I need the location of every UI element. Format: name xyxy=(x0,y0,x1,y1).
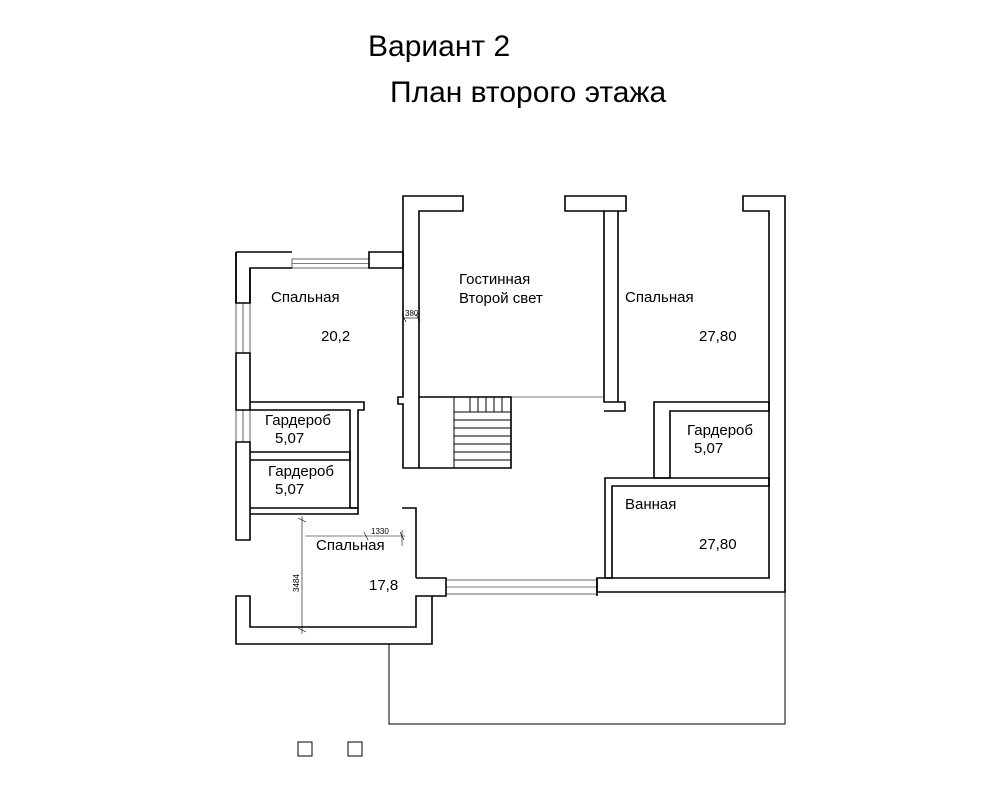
wall-right-outer xyxy=(596,195,786,593)
wall-wardrobes-left xyxy=(250,401,365,509)
dim-label-vertical: 3484 xyxy=(292,574,301,592)
room-area-wardrobe-right: 5,07 xyxy=(694,440,723,457)
title-variant: Вариант 2 xyxy=(368,30,511,63)
room-name-living-line2: Второй свет xyxy=(459,290,543,307)
wall-left-pier-1 xyxy=(235,352,251,411)
wall-bottom-left xyxy=(235,595,433,645)
room-name-living-line1: Гостинная xyxy=(459,271,530,288)
wall-top-left-join xyxy=(368,251,404,269)
room-name-bedroom-top-right: Спальная xyxy=(625,289,694,306)
stair-enclosure xyxy=(419,396,512,469)
room-area-wardrobe-left-1: 5,07 xyxy=(275,430,304,447)
room-area-bedroom-top-left: 20,2 xyxy=(321,328,350,345)
wall-living-top-left xyxy=(402,195,464,268)
room-area-bathroom: 27,80 xyxy=(699,536,737,553)
room-name-wardrobe-right: Гардероб xyxy=(687,422,753,439)
wall-partition-center xyxy=(603,211,626,412)
wall-top-middle-stub xyxy=(564,195,627,212)
room-area-wardrobe-left-2: 5,07 xyxy=(275,481,304,498)
legend-square-2 xyxy=(347,741,363,757)
wall-wardrobe-bottom xyxy=(250,507,359,515)
dim-label-opening: 380 xyxy=(405,309,419,318)
dimensions: 380 1330 3484 xyxy=(292,309,421,634)
title-floor-plan: План второго этажа xyxy=(390,76,667,109)
interior-walls xyxy=(250,211,770,579)
outer-walls xyxy=(235,195,786,645)
terrace-outline xyxy=(388,592,786,725)
room-area-bedroom-top-right: 27,80 xyxy=(699,328,737,345)
wall-bedroom-bottom-right xyxy=(402,507,417,578)
wall-wardrobe-divider xyxy=(250,451,351,461)
legend-square-1 xyxy=(297,741,313,757)
room-name-bedroom-top-left: Спальная xyxy=(271,289,340,306)
room-name-wardrobe-left-2: Гардероб xyxy=(268,463,334,480)
dim-label-horizontal: 1330 xyxy=(371,527,389,536)
wall-bottom-join xyxy=(416,577,447,597)
wall-left-upper xyxy=(235,252,251,303)
room-area-bedroom-bottom-left: 17,8 xyxy=(369,577,398,594)
wall-left-lower xyxy=(235,441,251,541)
staircase xyxy=(453,397,511,468)
wall-living-left xyxy=(397,268,420,469)
room-labels: Спальная 20,2 Гостинная Второй свет Спал… xyxy=(265,271,753,594)
room-name-wardrobe-left-1: Гардероб xyxy=(265,412,331,429)
room-name-bathroom: Ванная xyxy=(625,496,676,513)
wall-bathroom xyxy=(604,477,770,579)
room-name-bedroom-bottom-left: Спальная xyxy=(316,537,385,554)
